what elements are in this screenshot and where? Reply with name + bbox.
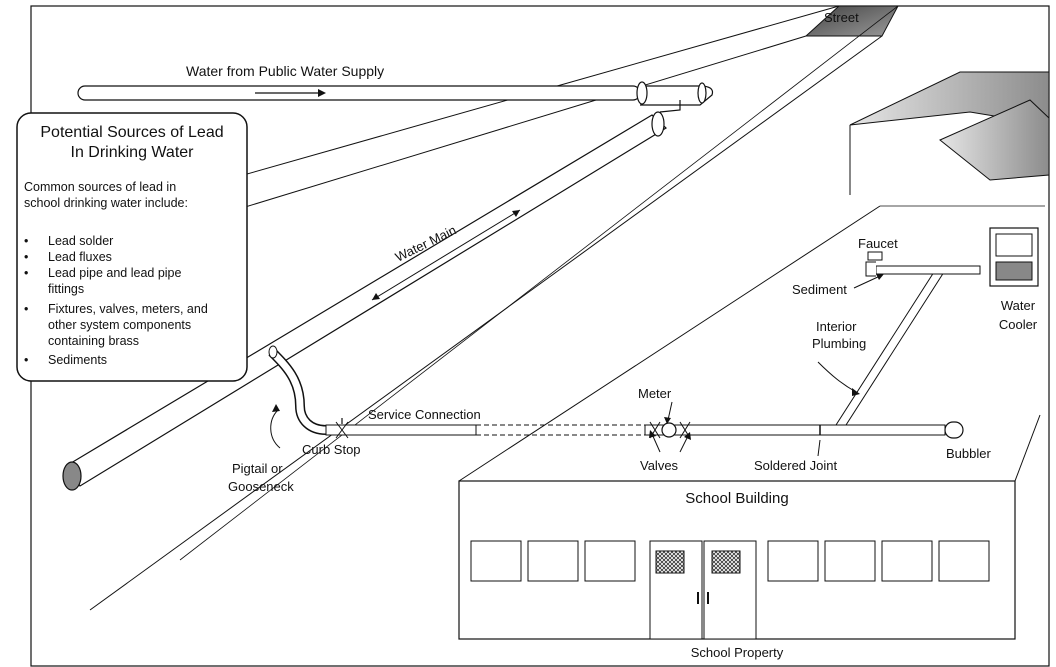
water-main-pipe [62,111,667,491]
bullet: • [24,266,28,280]
info-item: Sediments [48,353,107,367]
label-valves: Valves [640,458,679,473]
label-street: Street [824,10,859,25]
water-cooler [989,227,1039,287]
info-box-title-2: In Drinking Water [71,144,195,161]
info-item: Lead fluxes [48,250,112,264]
label-pigtail-2: Gooseneck [228,479,294,494]
info-box-intro-1: Common sources of lead in [24,180,176,194]
label-bubbler: Bubbler [946,446,991,461]
leader-lines [270,274,884,457]
label-water-cooler-1: Water [1001,298,1036,313]
label-school-building: School Building [685,490,788,507]
bullet: • [24,302,28,316]
info-item-cont: other system components [48,318,191,332]
bullet: • [24,353,28,367]
info-box-intro-2: school drinking water include: [24,196,188,210]
bullet: • [24,250,28,264]
public-water-supply-pipe [77,81,714,113]
label-interior-plumbing-1: Interior [816,319,857,334]
label-soldered-joint: Soldered Joint [754,458,837,473]
labels: Street Water from Public Water Supply Wa… [186,10,1038,660]
label-water-cooler-2: Cooler [999,317,1038,332]
label-service-connection: Service Connection [368,407,481,422]
info-item: Lead solder [48,234,113,248]
label-pigtail-1: Pigtail or [232,461,283,476]
info-item: Fixtures, valves, meters, and [48,302,208,316]
info-box: Potential Sources of Lead In Drinking Wa… [16,112,248,382]
info-item-cont: containing brass [48,334,139,348]
service-connection-pipe [268,251,981,439]
label-sediment: Sediment [792,282,847,297]
info-item-cont: fittings [48,282,84,296]
label-school-property: School Property [691,645,784,660]
label-water-supply: Water from Public Water Supply [186,63,384,79]
bullet: • [24,234,28,248]
label-faucet: Faucet [858,236,898,251]
school-building [458,205,1045,640]
label-meter: Meter [638,386,672,401]
label-interior-plumbing-2: Plumbing [812,336,866,351]
label-curb-stop: Curb Stop [302,442,361,457]
info-box-title-1: Potential Sources of Lead [40,124,223,141]
info-item: Lead pipe and lead pipe [48,266,182,280]
distant-building-roof [849,71,1050,195]
